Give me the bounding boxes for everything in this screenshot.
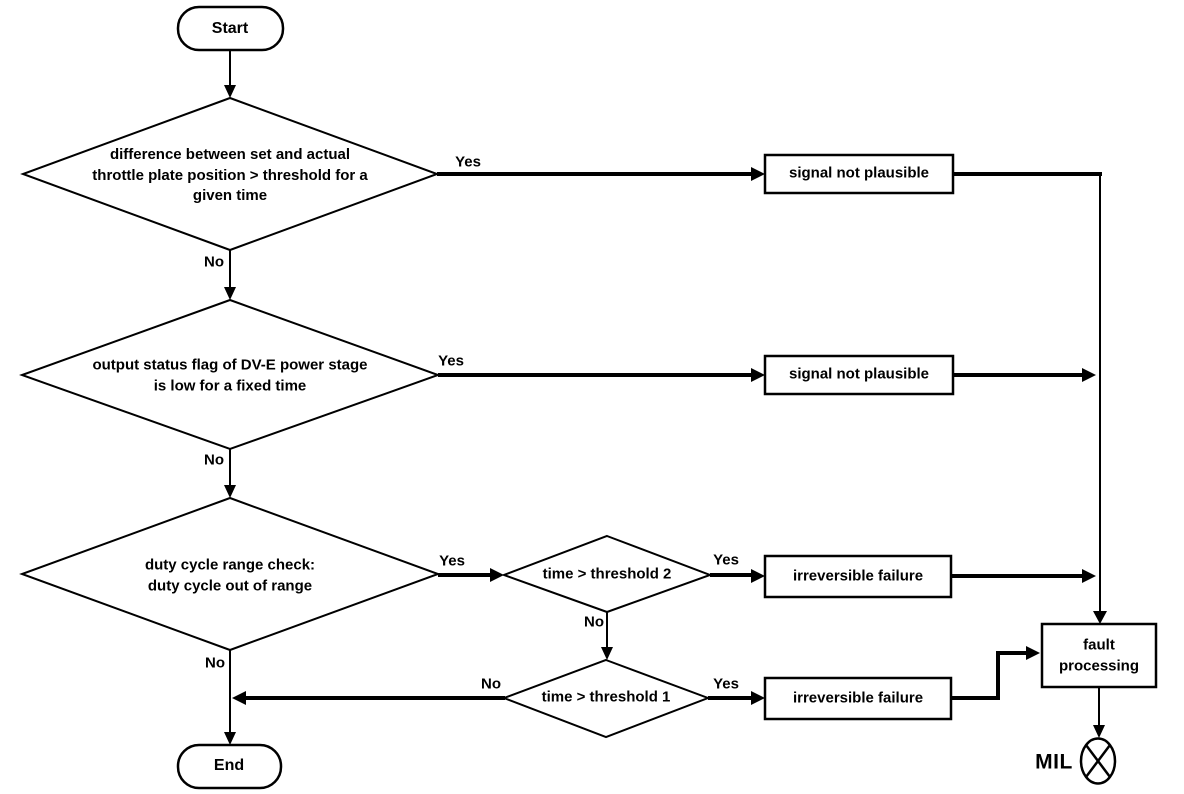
- fault-processing-label: fault processing: [1058, 636, 1140, 674]
- edge-label-throttle-yes: Yes: [455, 153, 481, 171]
- decision-threshold-1-label: time > threshold 1: [541, 688, 671, 706]
- arrowhead-down-icon: [1093, 725, 1105, 738]
- decision-power-stage-label: output status flag of DV-E power stage i…: [92, 356, 368, 394]
- arrowhead-right-icon: [751, 569, 765, 583]
- mil-indicator-icon: [1079, 737, 1117, 785]
- irreversible-failure-2-label: irreversible failure: [792, 689, 924, 707]
- arrowhead-down-icon: [224, 287, 236, 300]
- arrowhead-right-icon: [490, 568, 504, 582]
- arrowhead-right-icon: [1082, 569, 1096, 583]
- vertical-connectors: [224, 50, 1107, 745]
- arrowhead-down-icon: [601, 647, 613, 660]
- decision-threshold-1: [501, 658, 711, 739]
- signal-not-plausible-2-label: signal not plausible: [788, 365, 930, 383]
- decision-threshold-2-label: time > threshold 2: [542, 565, 672, 583]
- mil-label: MIL: [1035, 750, 1073, 774]
- decision-throttle-position-label: difference between set and actual thrott…: [92, 145, 368, 205]
- edge-label-duty-cycle-no: No: [205, 654, 225, 672]
- edge-label-threshold2-no: No: [584, 613, 604, 631]
- edge-label-threshold2-yes: Yes: [713, 551, 739, 569]
- mil-circle: [1079, 737, 1117, 785]
- edge-label-duty-cycle-yes: Yes: [439, 552, 465, 570]
- arrowhead-left-icon: [232, 691, 246, 705]
- arrowhead-right-icon: [1026, 646, 1040, 660]
- arrowhead-down-icon: [224, 85, 236, 98]
- signal-not-plausible-1-label: signal not plausible: [788, 164, 930, 182]
- start-label: Start: [211, 19, 249, 37]
- arrowhead-right-icon: [751, 368, 765, 382]
- edge-label-power-stage-yes: Yes: [438, 352, 464, 370]
- decision-duty-cycle-label: duty cycle range check: duty cycle out o…: [144, 556, 316, 594]
- arrowhead-right-icon: [1082, 368, 1096, 382]
- horizontal-connectors: [232, 167, 1102, 705]
- edge-label-power-stage-no: No: [204, 451, 224, 469]
- edge-label-throttle-no: No: [204, 253, 224, 271]
- edge-label-threshold1-no: No: [481, 675, 501, 693]
- arrowhead-down-icon: [224, 732, 236, 745]
- end-node: [176, 743, 283, 790]
- arrowhead-down-icon: [1093, 611, 1107, 624]
- irreversible-failure-1-label: irreversible failure: [792, 567, 924, 585]
- mil-cross-line: [1085, 744, 1111, 778]
- edge-irr2-to-fault-processing: [951, 651, 1028, 700]
- end-label: End: [213, 756, 245, 774]
- arrowhead-right-icon: [751, 691, 765, 705]
- arrowhead-down-icon: [224, 485, 236, 498]
- arrowhead-right-icon: [751, 167, 765, 181]
- edge-label-threshold1-yes: Yes: [713, 675, 739, 693]
